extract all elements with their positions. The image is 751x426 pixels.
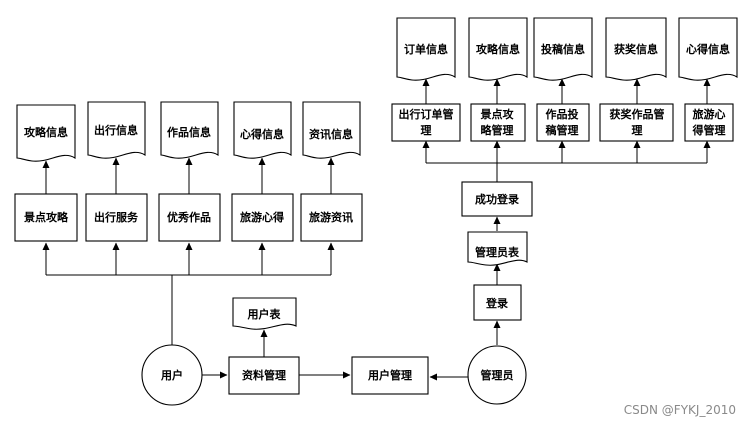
right-doc-label-2: 攻略信息 [476, 42, 520, 56]
left-doc-作品信息: 作品信息 [160, 101, 219, 159]
admin-actor-label: 管理员 [481, 368, 514, 382]
admin-table-doc: 管理员表 [467, 231, 528, 266]
login-success-box: 成功登录 [461, 181, 533, 217]
right-fn-label-4a: 获奖作品管 [610, 107, 665, 121]
login-box: 登录 [473, 284, 522, 321]
left-function-旅游资讯: 旅游资讯 [300, 193, 363, 242]
user-actor-circle: 用户 [141, 344, 203, 406]
right-function-出行订单管理: 出行订单管 理 [391, 103, 461, 142]
user-table-label: 用户表 [248, 307, 282, 321]
right-doc-心得信息: 心得信息 [678, 17, 738, 81]
right-function-作品投稿管理: 作品投 稿管理 [536, 103, 590, 142]
login-success-label: 成功登录 [475, 192, 519, 206]
admin-table-label: 管理员表 [475, 245, 520, 259]
right-fn-label-2b: 略管理 [481, 123, 514, 137]
left-fn-label-1: 景点攻略 [23, 210, 69, 224]
right-fn-label-1b: 理 [421, 124, 432, 137]
user-management-label: 用户管理 [368, 368, 412, 382]
right-fn-label-3a: 作品投 [546, 107, 579, 121]
right-doc-label-1: 订单信息 [404, 42, 448, 56]
left-doc-label-1: 攻略信息 [24, 125, 68, 139]
watermark-text: CSDN @FYKJ_2010 [624, 403, 736, 417]
profile-management-label: 资料管理 [242, 368, 286, 382]
left-doc-label-3: 作品信息 [167, 125, 211, 139]
right-fn-label-1a: 出行订单管 [399, 107, 454, 121]
right-doc-订单信息: 订单信息 [396, 17, 456, 81]
connectors [42, 78, 711, 381]
right-doc-获奖信息: 获奖信息 [605, 17, 667, 81]
right-fn-label-5a: 旅游心 [693, 107, 726, 121]
right-doc-攻略信息: 攻略信息 [468, 17, 528, 81]
right-fn-label-5b: 得管理 [692, 123, 726, 137]
user-table-doc: 用户表 [232, 297, 297, 330]
left-function-旅游心得: 旅游心得 [231, 193, 294, 242]
left-function-景点攻略: 景点攻略 [14, 193, 78, 242]
user-actor-label: 用户 [161, 368, 183, 382]
left-doc-label-4: 心得信息 [240, 127, 284, 141]
left-doc-出行信息: 出行信息 [87, 101, 146, 159]
login-label: 登录 [485, 296, 508, 310]
left-doc-label-5: 资讯信息 [309, 127, 353, 141]
left-function-优秀作品: 优秀作品 [158, 193, 221, 242]
right-function-景点攻略管理: 景点攻 略管理 [470, 103, 526, 142]
left-fn-label-2: 出行服务 [94, 210, 139, 224]
left-fn-label-4: 旅游心得 [240, 210, 284, 224]
left-doc-label-2: 出行信息 [94, 123, 138, 137]
left-doc-资讯信息: 资讯信息 [302, 101, 361, 159]
profile-management-box: 资料管理 [228, 356, 300, 395]
user-management-box: 用户管理 [351, 356, 429, 395]
right-function-获奖作品管理: 获奖作品管 理 [599, 103, 674, 142]
left-fn-label-3: 优秀作品 [167, 210, 211, 224]
right-doc-label-4: 获奖信息 [614, 42, 658, 56]
right-doc-label-5: 心得信息 [686, 42, 730, 56]
right-fn-label-3b: 稿管理 [546, 123, 579, 137]
admin-actor-circle: 管理员 [467, 345, 527, 405]
left-doc-攻略信息: 攻略信息 [16, 104, 76, 162]
left-doc-心得信息: 心得信息 [233, 101, 292, 159]
right-doc-label-3: 投稿信息 [541, 42, 585, 56]
left-function-出行服务: 出行服务 [85, 193, 148, 242]
right-doc-投稿信息: 投稿信息 [533, 17, 593, 81]
left-fn-label-5: 旅游资讯 [309, 210, 353, 224]
right-fn-label-4b: 理 [632, 124, 643, 137]
right-fn-label-2a: 景点攻 [480, 107, 515, 121]
right-function-旅游心得管理: 旅游心 得管理 [684, 103, 734, 142]
